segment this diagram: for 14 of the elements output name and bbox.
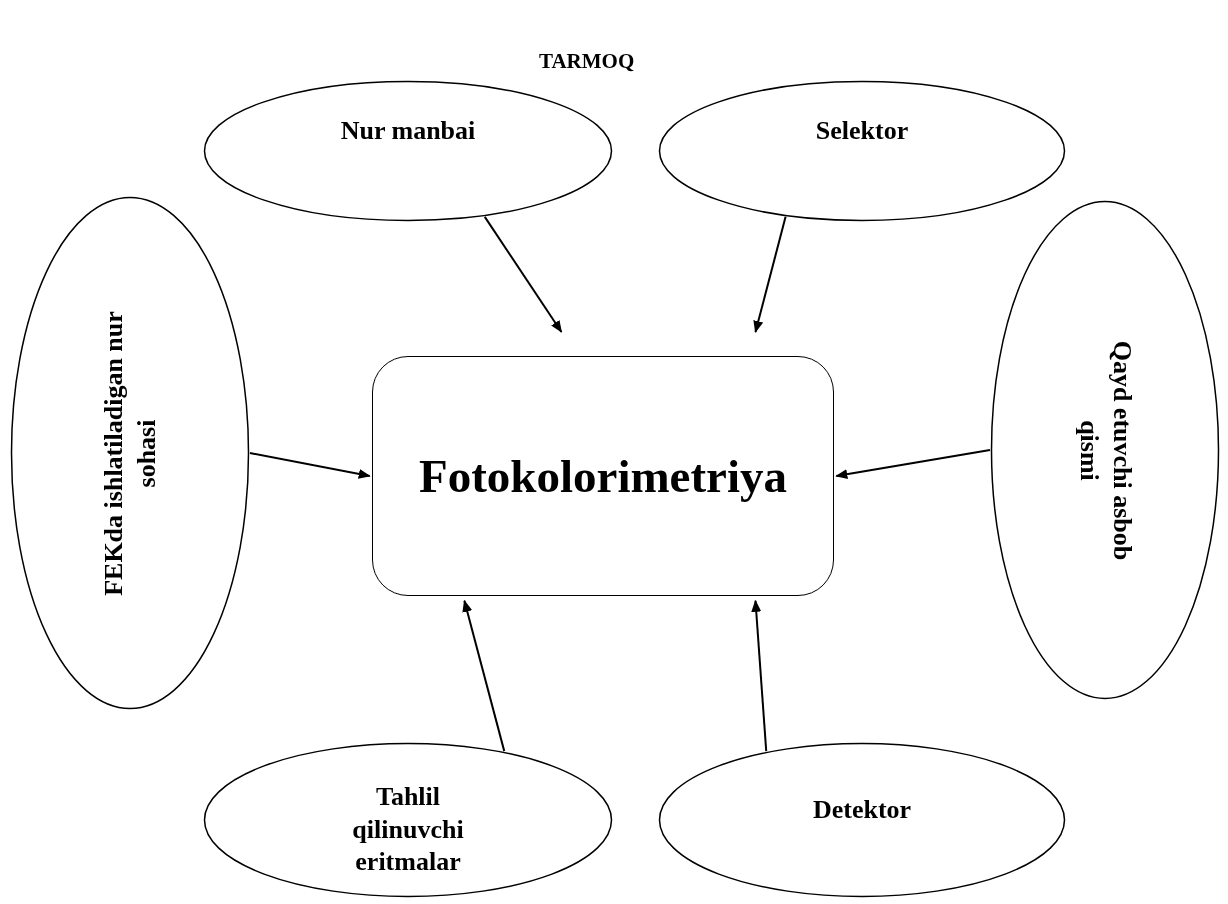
arrow [483, 215, 563, 333]
diagram-title: TARMOQ [539, 48, 635, 75]
node-label: Selektor [815, 114, 909, 147]
node-label: Fotokolorimetriya [418, 448, 788, 504]
node-label: Qayd etuvchi asbob qismi [1074, 339, 1138, 562]
arrow [751, 599, 768, 753]
arrow [753, 215, 787, 333]
arrow [462, 599, 506, 753]
arrow [249, 452, 371, 479]
node-label: Detektor [812, 793, 912, 826]
node-label: Tahlil qilinuvchi eritmalar [351, 781, 465, 879]
arrow [835, 449, 991, 480]
node-label: Nur manbai [340, 114, 476, 147]
node-label: FEKda ishlatiladigan nur sohasi [97, 309, 161, 598]
